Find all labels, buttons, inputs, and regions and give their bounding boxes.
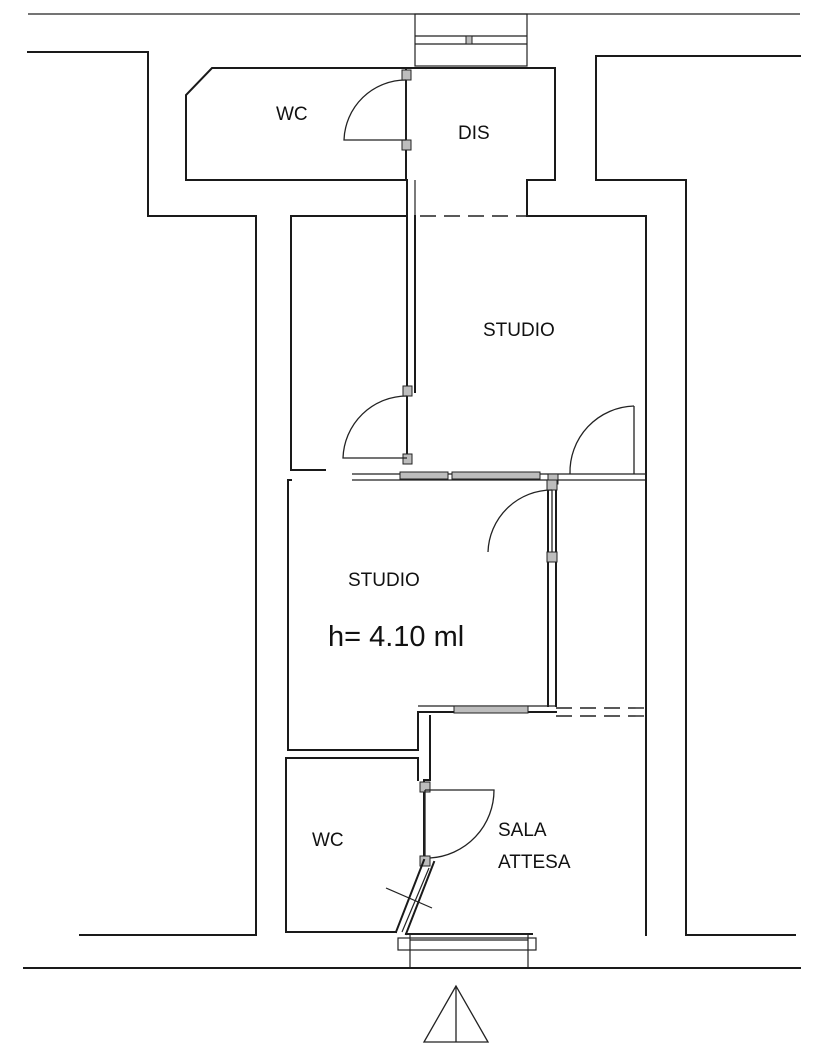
- bottom-step: [397, 933, 537, 969]
- wc-bottom-door: [419, 781, 495, 867]
- studio-upper-left-door: [342, 385, 413, 465]
- left-neighbor-outline: [27, 51, 257, 936]
- dis-walls: [405, 67, 556, 217]
- wc-bottom-walls: [285, 757, 419, 933]
- room-label-wc-bottom: WC: [312, 830, 344, 851]
- north-arrow-icon: [422, 984, 490, 1043]
- middle-partition: [290, 469, 646, 485]
- room-label-studio-lower: STUDIO: [348, 570, 420, 591]
- ceiling-height-label: h= 4.10 ml: [328, 621, 464, 653]
- room-label-attesa: ATTESA: [498, 852, 571, 873]
- room-label-wc-top: WC: [276, 104, 308, 125]
- lower-studio-walls: [287, 479, 557, 751]
- upper-studio-walls: [526, 215, 647, 479]
- wc-top-door: [343, 69, 412, 151]
- room-label-studio-upper: STUDIO: [483, 320, 555, 341]
- sala-partition: [418, 477, 647, 936]
- sala-attesa-walls: [425, 715, 431, 781]
- top-stair: [414, 13, 528, 67]
- room-label-sala: SALA: [498, 820, 547, 841]
- studio-upper-right-door: [569, 405, 635, 475]
- studio-lower-door: [487, 479, 558, 563]
- wc-top-walls: [185, 67, 407, 181]
- right-neighbor-outline: [595, 55, 801, 936]
- room-label-dis: DIS: [458, 123, 490, 144]
